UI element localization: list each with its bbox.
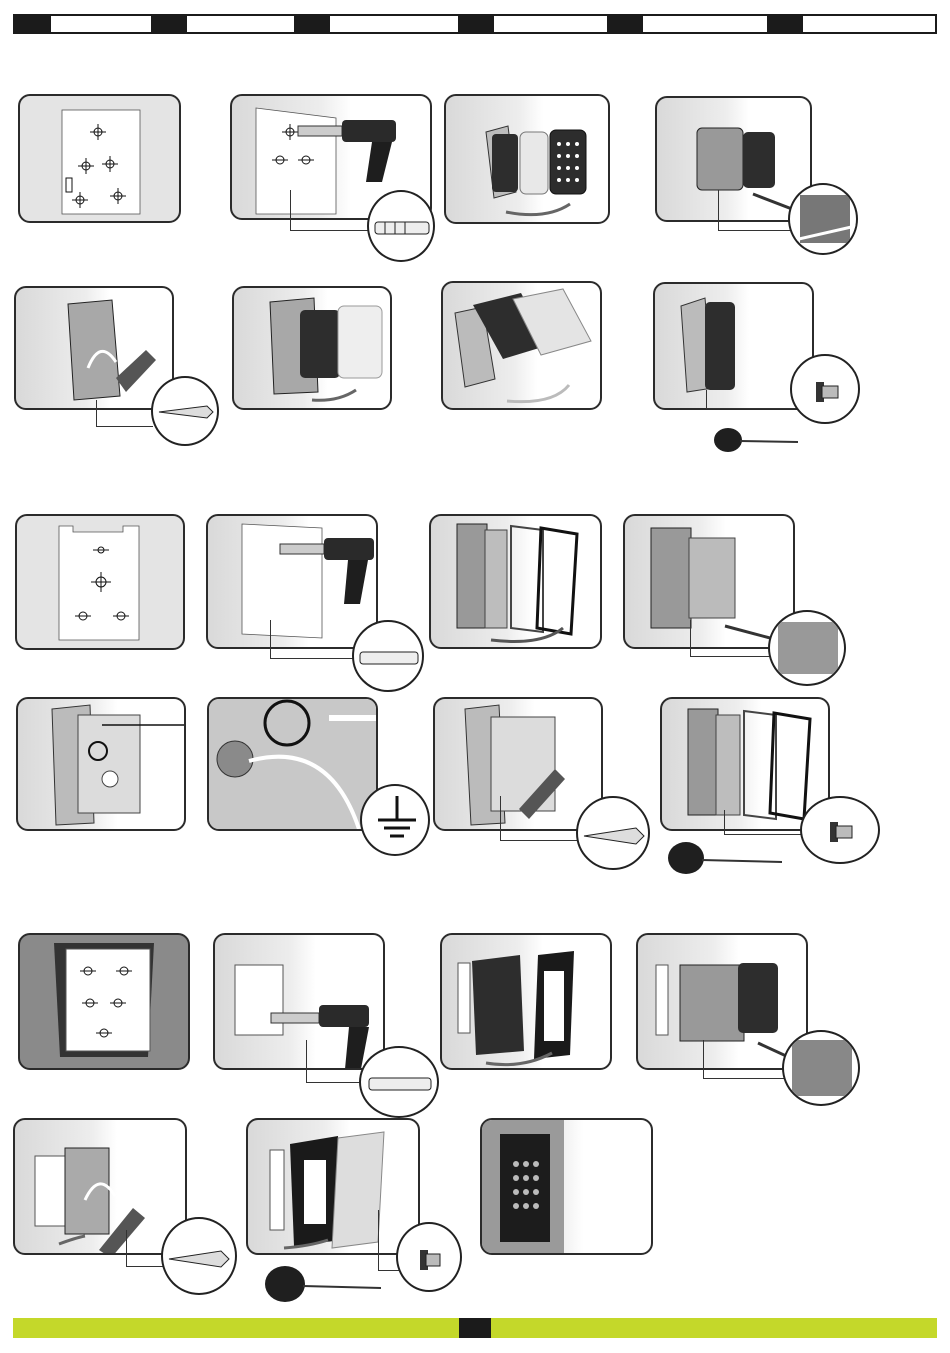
screw-icon bbox=[161, 1217, 237, 1295]
step-flush-template-panel bbox=[18, 933, 190, 1070]
page-number-tab bbox=[459, 1318, 491, 1338]
leader-line bbox=[724, 810, 805, 835]
screw-icon bbox=[576, 796, 650, 870]
step-keypad-remove-panel bbox=[444, 94, 610, 224]
leader-line bbox=[718, 190, 795, 231]
screw-icon bbox=[790, 354, 860, 424]
step-wire-panel bbox=[14, 286, 174, 410]
screwdriver-detail-icon bbox=[782, 1030, 860, 1106]
header-segment-1 bbox=[15, 16, 51, 32]
leader-line bbox=[270, 620, 355, 659]
leader-line bbox=[706, 390, 797, 409]
leader-line bbox=[690, 620, 775, 657]
keypad-icon bbox=[443, 283, 602, 410]
leader-line bbox=[96, 400, 153, 427]
keypad-icon bbox=[431, 516, 602, 649]
screw-icon bbox=[800, 796, 880, 864]
step-refit-panel bbox=[232, 286, 392, 410]
header-segment-6 bbox=[767, 16, 803, 32]
leader-line bbox=[500, 796, 581, 841]
screwdriver-detail-icon bbox=[788, 183, 858, 255]
keypad-icon bbox=[446, 96, 610, 224]
keypad-icon bbox=[16, 288, 174, 410]
leader-line bbox=[703, 1040, 784, 1079]
screwdriver-detail-icon bbox=[768, 610, 846, 686]
screwdriver-icon bbox=[666, 840, 782, 878]
earth-terminal-icon bbox=[209, 699, 378, 831]
step-flush-final-panel bbox=[480, 1118, 653, 1255]
screwdriver-icon bbox=[712, 424, 798, 454]
screw-icon bbox=[151, 376, 219, 446]
step-cover-panel bbox=[441, 281, 602, 410]
keypad-icon bbox=[442, 935, 612, 1070]
step-template-2-panel bbox=[15, 514, 185, 650]
template-icon bbox=[20, 96, 181, 223]
step-flush-remove-panel bbox=[440, 933, 612, 1070]
header-segment-2 bbox=[151, 16, 187, 32]
header-segment-5 bbox=[607, 16, 643, 32]
wall-plug-icon bbox=[367, 190, 435, 262]
keypad-icon bbox=[18, 699, 186, 831]
earth-ground-icon bbox=[360, 784, 430, 856]
keypad-icon bbox=[234, 288, 392, 410]
wall-plug-icon bbox=[359, 1046, 439, 1118]
template-icon bbox=[17, 516, 185, 650]
step-earth-panel bbox=[16, 697, 186, 831]
keypad-icon bbox=[482, 1120, 653, 1255]
step-template-panel bbox=[18, 94, 181, 223]
header-segment-3 bbox=[294, 16, 330, 32]
screw-icon bbox=[396, 1222, 462, 1292]
wall-plug-icon bbox=[352, 620, 424, 692]
step-earth-detail-panel bbox=[207, 697, 378, 831]
leader-line bbox=[290, 190, 369, 231]
header-segment-4 bbox=[458, 16, 494, 32]
template-icon bbox=[20, 935, 190, 1070]
screwdriver-icon bbox=[263, 1262, 381, 1306]
step-frame-remove-panel bbox=[429, 514, 602, 649]
header-bar bbox=[13, 14, 937, 34]
leader-line bbox=[306, 1040, 363, 1083]
